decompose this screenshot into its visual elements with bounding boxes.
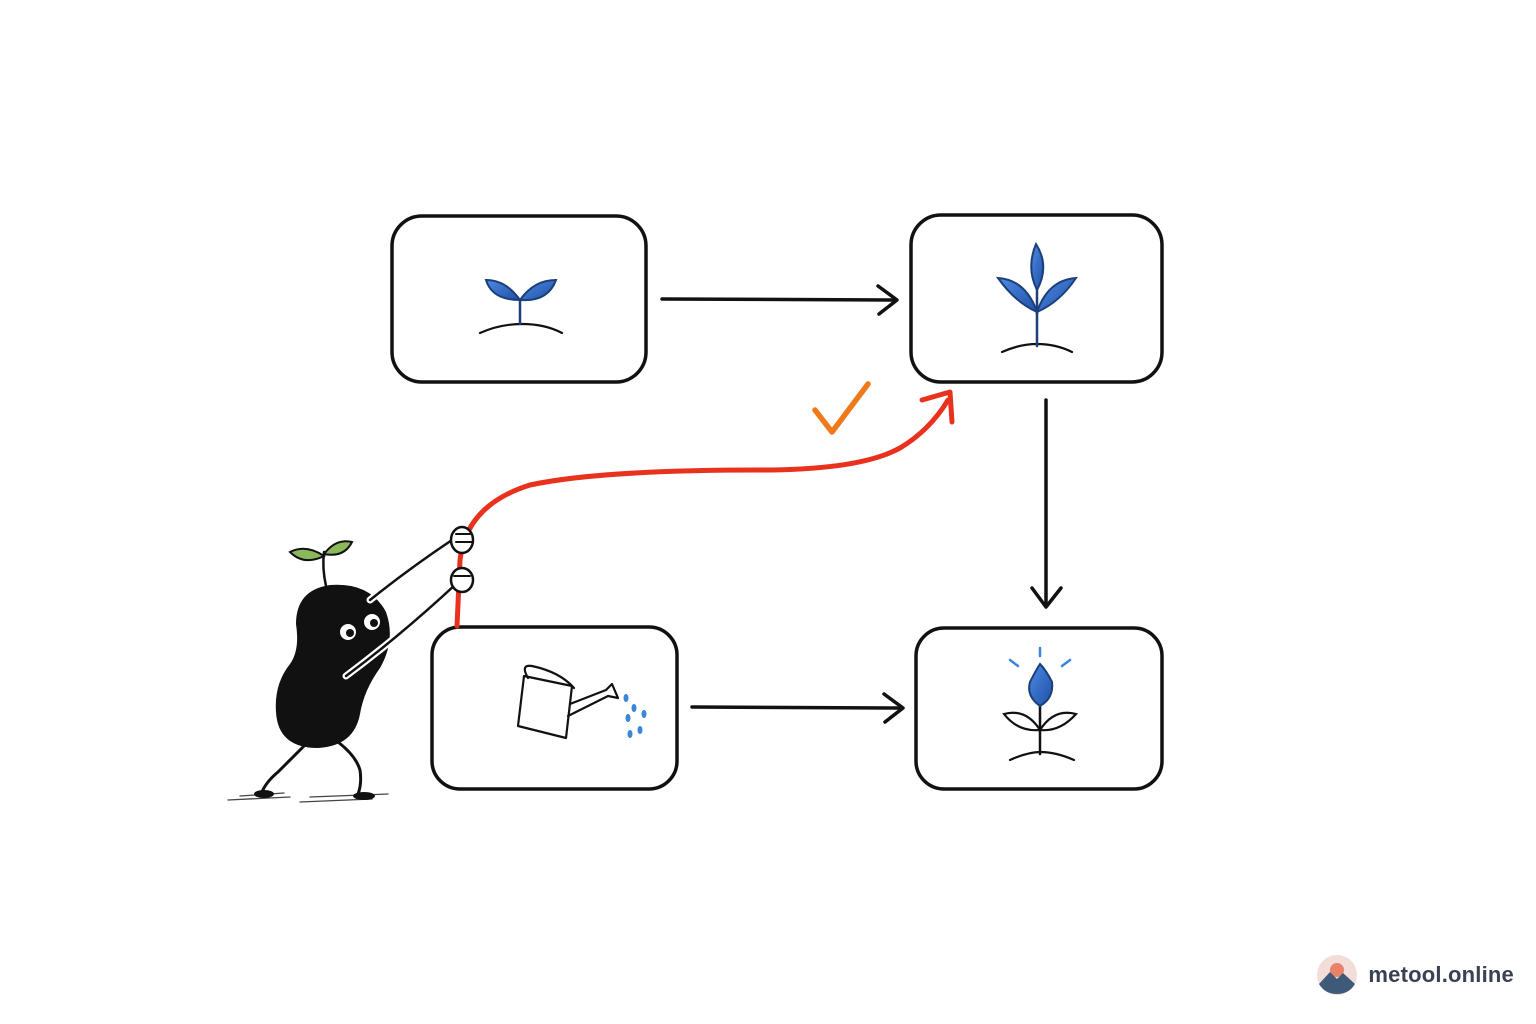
watermark: metool.online xyxy=(1316,954,1514,996)
young-plant-icon xyxy=(995,241,1078,354)
arrow-watering-to-sprouting-bud xyxy=(690,692,905,724)
metool-logo-icon xyxy=(1317,955,1358,995)
seedling-icon xyxy=(478,278,564,335)
watermark-text: metool.online xyxy=(1368,962,1514,987)
node-watering xyxy=(430,625,679,791)
arrow-young-plant-to-sprouting-bud xyxy=(1030,398,1063,609)
watering-can-icon xyxy=(516,664,647,740)
arrow-seedling-to-young-plant xyxy=(660,284,899,316)
check-mark-icon xyxy=(812,381,871,435)
sprouting-bud-icon xyxy=(1002,646,1079,762)
arrow-watering-to-young-plant-shortcut xyxy=(454,389,955,629)
bean-character xyxy=(227,525,475,803)
